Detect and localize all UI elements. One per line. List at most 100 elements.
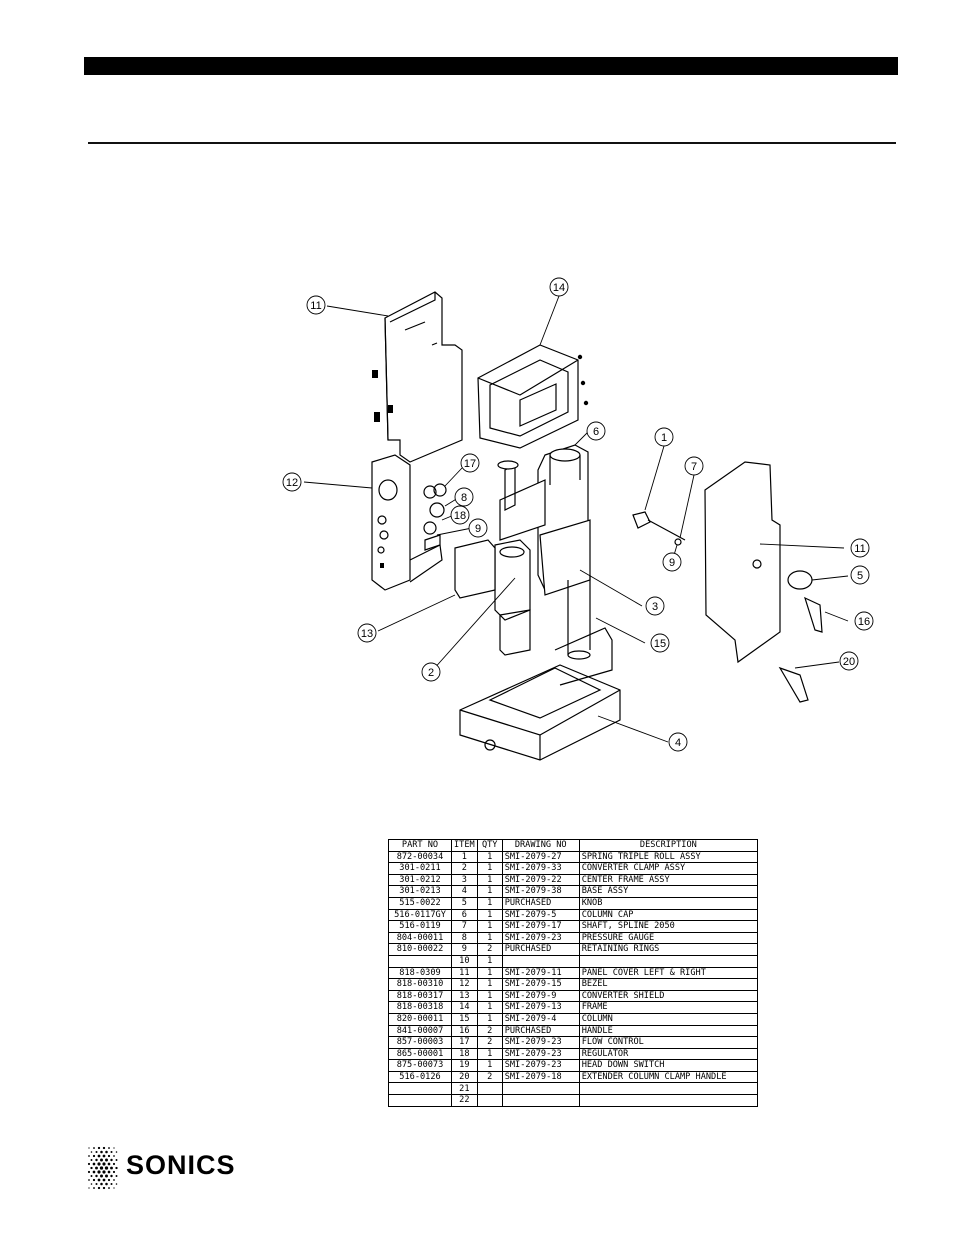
qty-cell: 2 [476, 1024, 503, 1038]
callout-5: 7 [684, 456, 704, 476]
qty-cell: 1 [476, 989, 503, 1003]
item-cell: 5 [451, 896, 478, 910]
description-cell: RETAINING RINGS [578, 943, 759, 956]
description-cell: HANDLE [578, 1024, 759, 1038]
part-no-cell [388, 1082, 452, 1096]
callout-3: 6 [586, 421, 606, 441]
qty-cell: 1 [476, 920, 503, 933]
part-no-cell: 841-00007 [388, 1024, 452, 1038]
description-cell: SHAFT, SPLINE 2050 [578, 920, 759, 933]
part-no-cell: 818-00310 [388, 978, 452, 991]
item-cell: 18 [451, 1047, 478, 1061]
part-no-cell: 818-00318 [388, 1001, 452, 1014]
callout-16: 13 [357, 623, 377, 643]
header-rule [88, 142, 896, 144]
callout-12: 5 [850, 565, 870, 585]
description-cell [578, 954, 759, 968]
description-cell: FRAME [578, 1001, 759, 1014]
description-cell: SPRING TRIPLE ROLL ASSY [578, 850, 759, 864]
item-cell: 8 [451, 931, 478, 945]
part-no-cell: 516-0117GY [388, 908, 452, 922]
description-cell: PANEL COVER LEFT & RIGHT [578, 966, 759, 980]
qty-cell [476, 1094, 503, 1107]
item-cell: 16 [451, 1024, 478, 1038]
item-cell: 14 [451, 1001, 478, 1014]
item-cell: 9 [451, 943, 478, 956]
drawing-no-cell: SMI-2079-18 [501, 1070, 580, 1084]
part-no-cell: 818-0309 [388, 966, 452, 980]
part-no-cell: 516-0119 [388, 920, 452, 933]
drawing-no-cell: SMI-2079-23 [501, 1059, 580, 1072]
description-cell: KNOB [578, 896, 759, 910]
qty-cell: 1 [476, 862, 503, 875]
description-cell: BEZEL [578, 978, 759, 991]
callout-1: 11 [306, 295, 326, 315]
drawing-no-cell: SMI-2079-5 [501, 908, 580, 922]
callout-label: 9 [475, 523, 481, 535]
qty-cell: 1 [476, 885, 503, 898]
callout-label: 3 [652, 601, 658, 613]
callout-6: 12 [282, 472, 302, 492]
sonics-logo-mark-icon [87, 1146, 118, 1190]
item-cell: 19 [451, 1059, 478, 1072]
callout-label: 6 [593, 426, 599, 438]
drawing-no-cell: SMI-2079-15 [501, 978, 580, 991]
item-cell: 21 [451, 1082, 478, 1096]
callout-label: 4 [675, 737, 681, 749]
logo-text: SONICS [126, 1150, 236, 1180]
callout-17: 2 [421, 662, 441, 682]
header-part-no: PART NO [388, 839, 452, 852]
callout-18: 9 [662, 552, 682, 572]
callout-label: 9 [669, 557, 675, 569]
qty-cell: 1 [476, 1012, 503, 1026]
drawing-no-cell: SMI-2079-11 [501, 966, 580, 980]
callout-2: 14 [549, 277, 569, 297]
header-qty: QTY [476, 839, 503, 852]
item-cell: 6 [451, 908, 478, 922]
part-no-cell: 865-00001 [388, 1047, 452, 1061]
drawing-no-cell: SMI-2079-13 [501, 1001, 580, 1014]
qty-cell: 1 [476, 966, 503, 980]
description-cell [578, 1082, 759, 1096]
callout-15: 15 [650, 633, 670, 653]
qty-cell: 1 [476, 1001, 503, 1014]
callout-14: 3 [645, 596, 665, 616]
drawing-no-cell: SMI-2079-23 [501, 1047, 580, 1061]
table-row: 21 [388, 1082, 759, 1096]
drawing-no-cell: PURCHASED [501, 1024, 580, 1038]
callout-label: 5 [857, 570, 863, 582]
callout-label: 11 [854, 543, 865, 555]
callout-label: 7 [691, 461, 697, 473]
qty-cell: 2 [476, 1036, 503, 1049]
callout-label: 11 [310, 300, 321, 312]
drawing-no-cell [501, 1082, 580, 1096]
part-no-cell: 516-0126 [388, 1070, 452, 1084]
description-cell: PRESSURE GAUGE [578, 931, 759, 945]
drawing-no-cell: SMI-2079-4 [501, 1012, 580, 1026]
callout-label: 1 [661, 432, 667, 444]
part-no-cell: 804-00011 [388, 931, 452, 945]
description-cell: REGULATOR [578, 1047, 759, 1061]
header-drawing-no: DRAWING NO [501, 839, 580, 852]
callout-10: 9 [468, 518, 488, 538]
item-cell: 10 [451, 954, 478, 968]
callout-label: 12 [286, 477, 298, 489]
part-no-cell: 515-0022 [388, 896, 452, 910]
item-cell: 17 [451, 1036, 478, 1049]
item-cell: 12 [451, 978, 478, 991]
